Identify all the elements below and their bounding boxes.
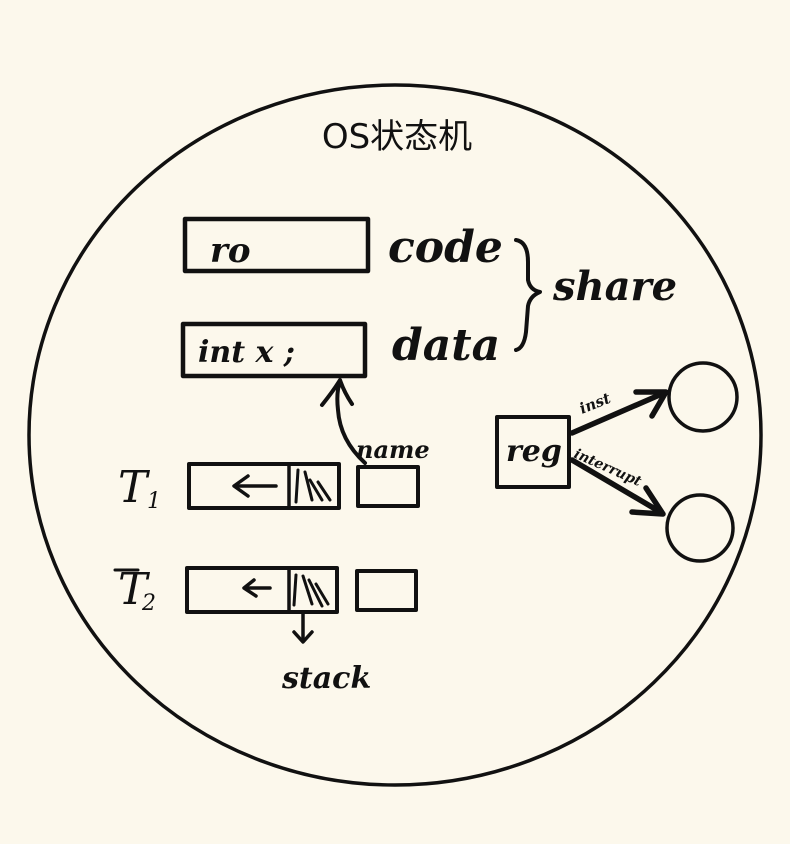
- svg-text:2: 2: [141, 591, 156, 616]
- diagram-title: OS状态机: [322, 117, 472, 157]
- code-box: [182, 216, 371, 274]
- thread-2-label: T 2: [113, 564, 156, 616]
- inst-label: inst: [577, 389, 613, 418]
- svg-text:1: 1: [147, 489, 161, 514]
- thread-2-stack-hatch: [292, 573, 330, 608]
- interrupt-arrow: [569, 457, 666, 517]
- os-boundary-circle: [27, 83, 763, 787]
- device-circle-interrupt: [665, 493, 735, 563]
- name-arrow: [320, 378, 367, 465]
- thread-2-stack-arrow: [242, 578, 272, 598]
- data-label: data: [392, 320, 500, 371]
- stack-arrow: [292, 610, 314, 644]
- thread-1-register-box: [356, 465, 420, 508]
- stack-label: stack: [281, 661, 371, 696]
- thread-1-stack-box: [187, 462, 341, 510]
- data-box: [180, 321, 368, 379]
- device-circle-inst: [667, 361, 739, 433]
- thread-1-stack-arrow: [232, 474, 278, 498]
- share-brace: [514, 238, 542, 352]
- thread-2-stack-box: [185, 566, 339, 614]
- reg-box: [495, 415, 571, 489]
- thread-1-label: T 1: [118, 462, 161, 514]
- code-box-text: ro: [210, 231, 251, 271]
- name-label: name: [356, 435, 430, 464]
- thread-1-stack-hatch: [294, 468, 332, 504]
- svg-text:T: T: [118, 564, 151, 615]
- code-label: code: [388, 222, 503, 273]
- inst-arrow: [569, 389, 669, 436]
- thread-2-register-box: [355, 569, 418, 612]
- data-box-text: int x ;: [198, 335, 295, 370]
- share-label: share: [552, 263, 677, 310]
- svg-text:T: T: [118, 462, 151, 513]
- reg-label: reg: [506, 434, 562, 469]
